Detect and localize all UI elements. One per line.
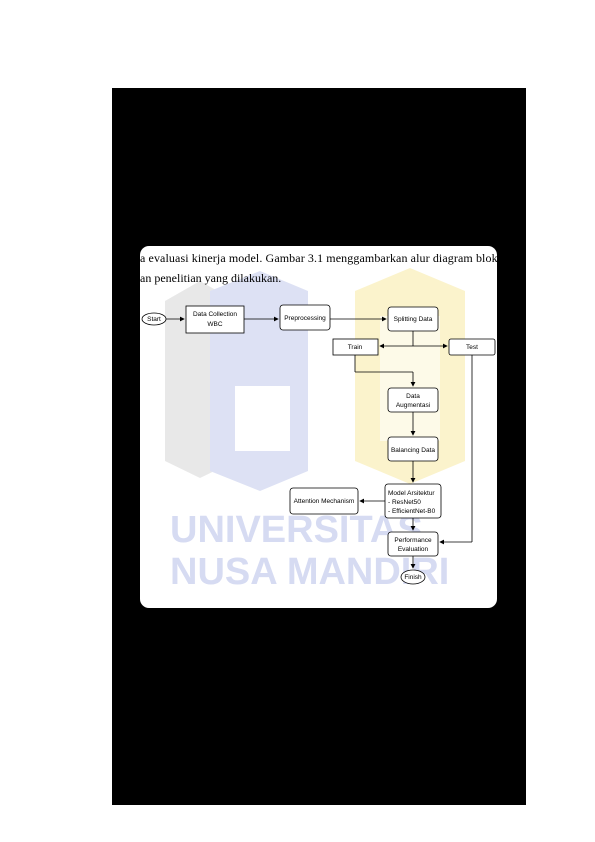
body-text-line-1: a evaluasi kinerja model. Gambar 3.1 men… [140,251,497,265]
splitting-data-label: Splitting Data [394,316,433,323]
balancing-data-label: Balancing Data [391,447,435,454]
data-collection-node [185,305,245,334]
attention-label: Attention Mechanism [294,498,355,505]
flowchart-arrows [166,316,473,569]
train-node [332,338,379,356]
evaluation-label-2: Evaluation [398,546,429,553]
preprocessing-label: Preprocessing [284,315,326,322]
train-label: Train [348,344,363,351]
augmentation-label-2: Augmentasi [396,402,430,409]
model-arch-label-1: Model Arsitektur [388,490,435,497]
augmentation-label-1: Data [406,393,420,400]
finish-node [400,569,426,585]
data-collection-label-2: WBC [207,321,222,328]
model-arch-label-3: - EfficientNet-B0 [388,508,436,515]
evaluation-label-1: Performance [394,537,432,544]
attention-node [289,487,359,515]
preprocessing-node [279,304,331,331]
data-collection-label-1: Data Collection [193,311,237,318]
start-label: Start [147,316,161,323]
test-label: Test [466,344,478,351]
watermark-line2: NUSA MANDIRI [170,551,449,593]
watermark-line1: UNIVERSITAS [170,509,423,551]
finish-label: Finish [404,574,422,581]
watermark-cutout [235,386,290,451]
body-text-line-2: an penelitian yang dilakukan. [140,271,282,285]
model-arch-label-2: - ResNet50 [388,499,421,506]
